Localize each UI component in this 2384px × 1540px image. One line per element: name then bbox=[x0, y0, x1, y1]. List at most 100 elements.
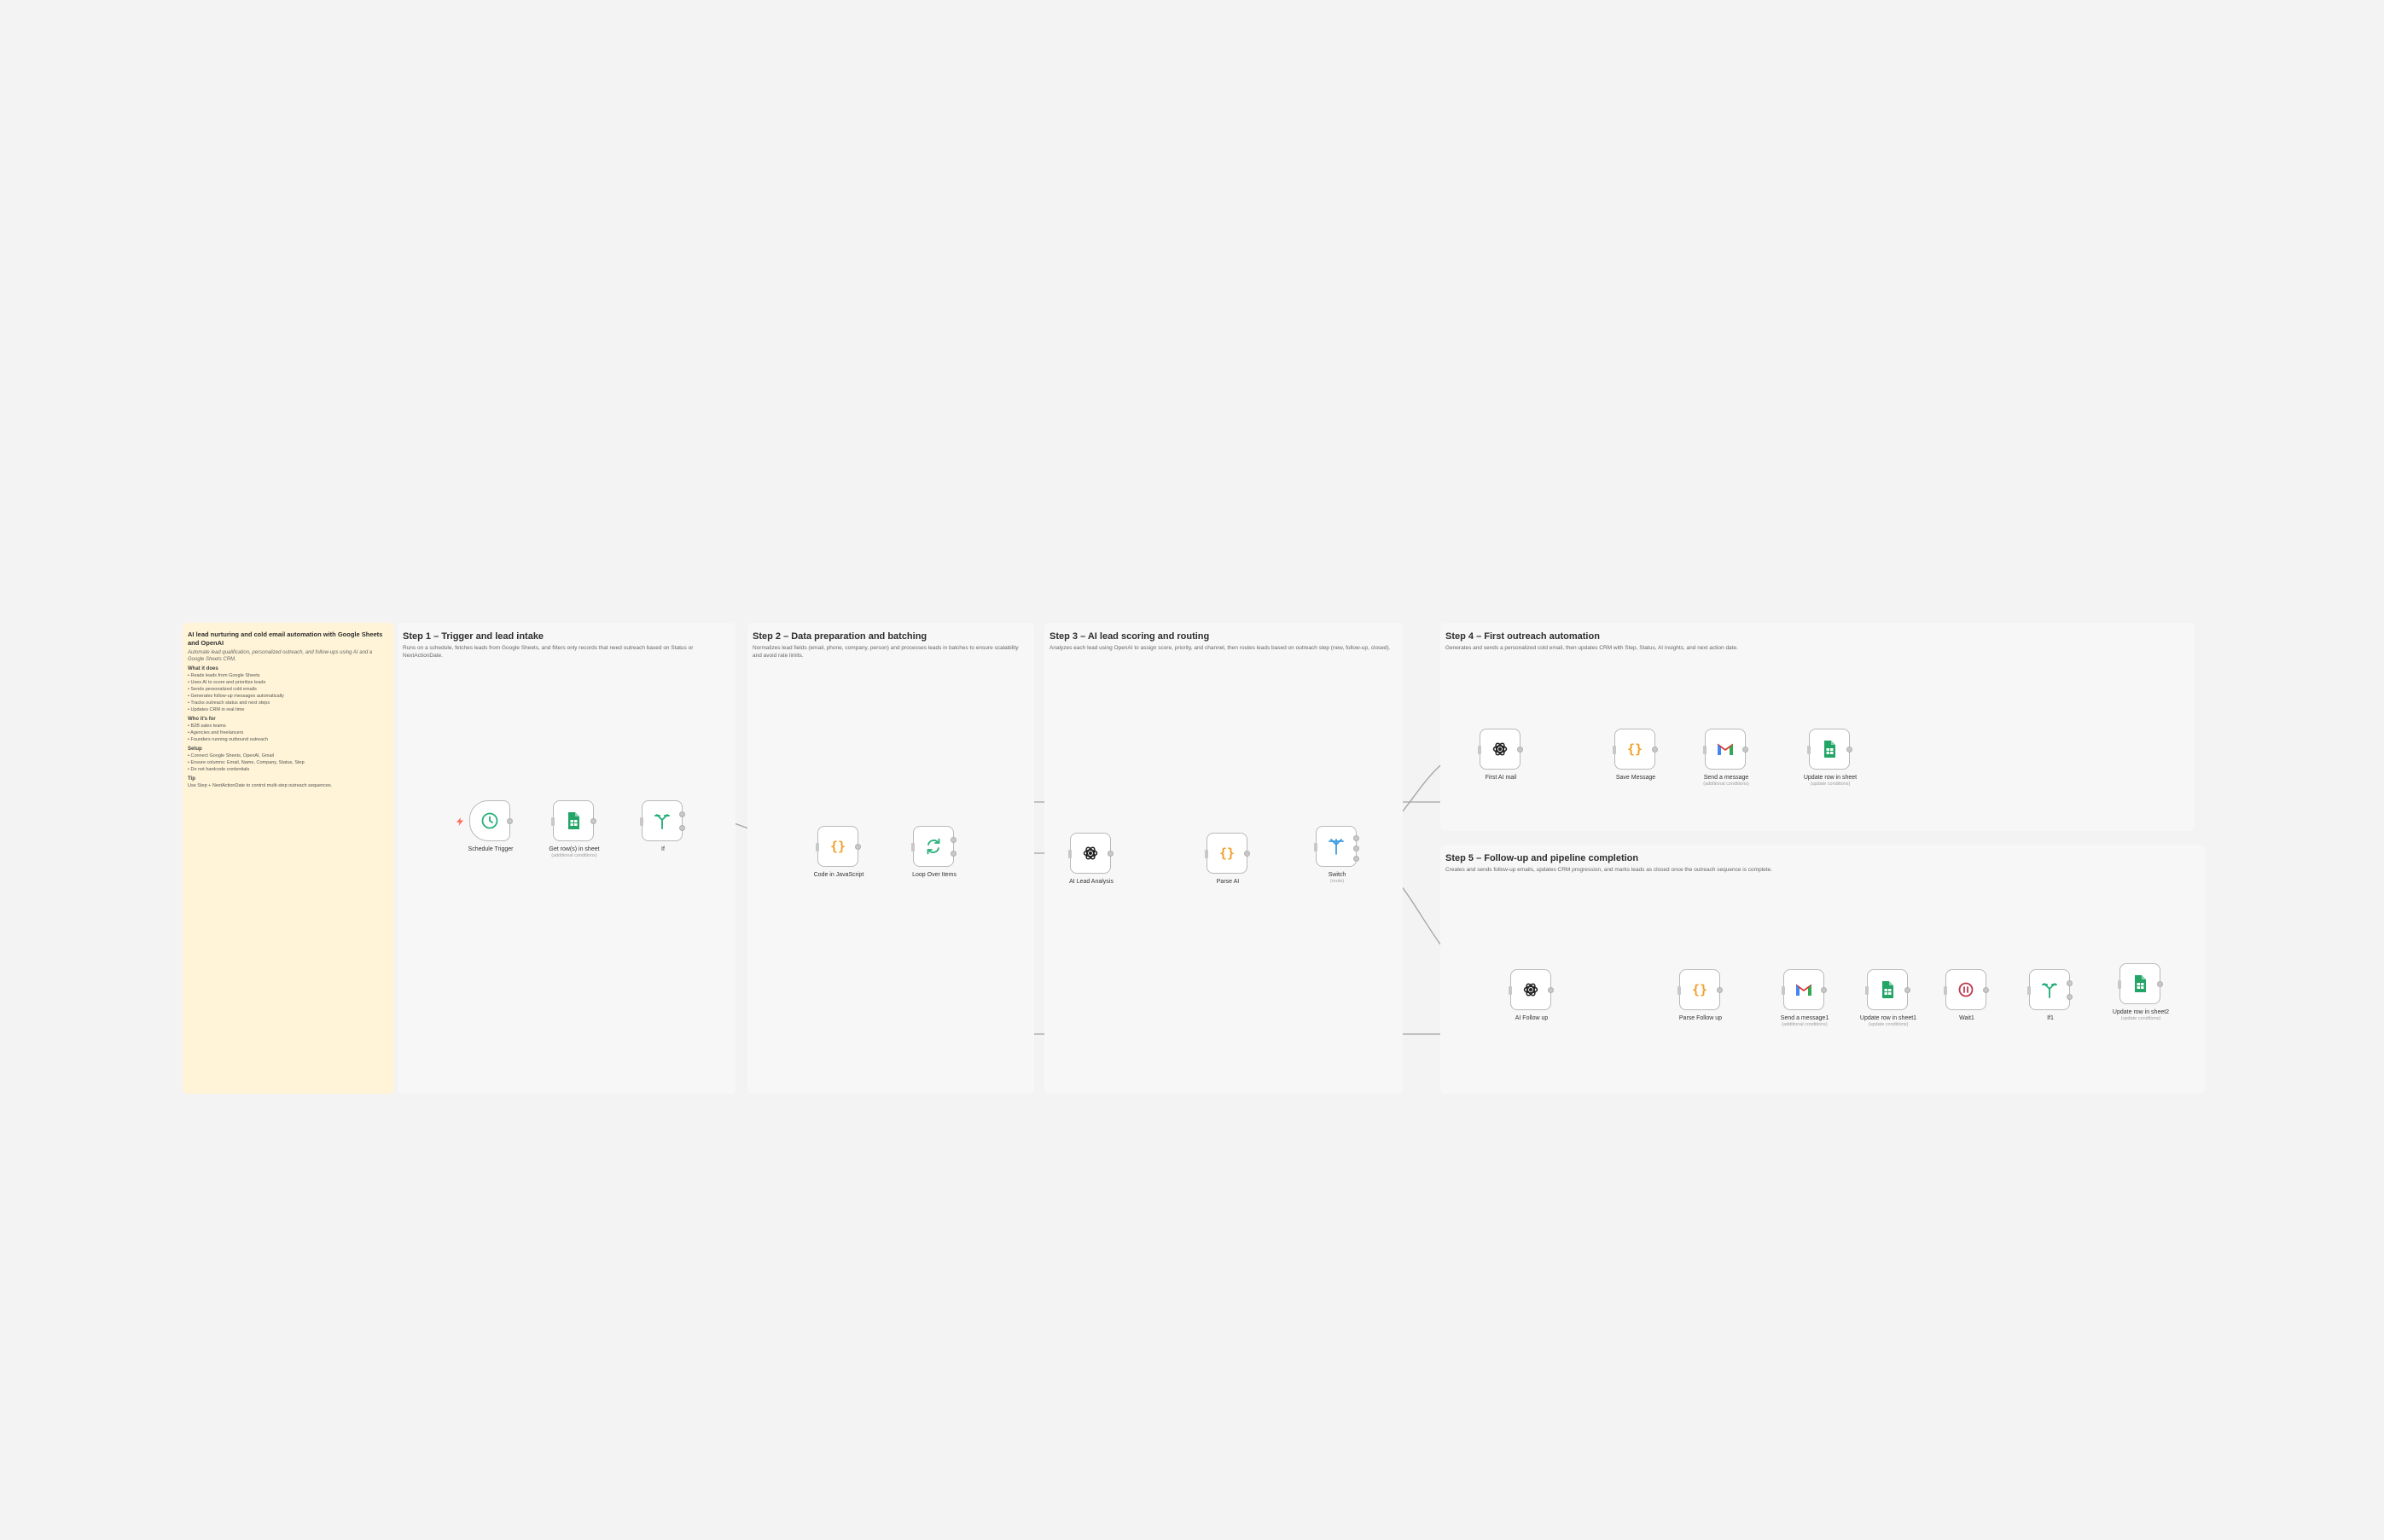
output-port-false[interactable] bbox=[679, 825, 685, 831]
input-port[interactable] bbox=[1613, 746, 1616, 754]
output-port[interactable] bbox=[1244, 851, 1250, 857]
overview-sticky-note[interactable]: AI lead nurturing and cold email automat… bbox=[183, 623, 394, 1094]
setup-heading: Setup bbox=[188, 747, 202, 752]
if-branch-icon bbox=[651, 810, 673, 832]
output-port-3[interactable] bbox=[1353, 856, 1359, 862]
loop-icon bbox=[922, 835, 945, 857]
output-port[interactable] bbox=[1548, 987, 1554, 993]
step5-sticky-note[interactable]: Step 5 – Follow-up and pipeline completi… bbox=[1440, 845, 2205, 1094]
step4-sticky-note[interactable]: Step 4 – First outreach automation Gener… bbox=[1440, 623, 2195, 831]
step2-title: Step 2 – Data preparation and batching bbox=[753, 631, 927, 642]
loop-over-items-node[interactable]: Loop Over Items bbox=[911, 826, 957, 878]
save-message-node[interactable]: {} Save Message bbox=[1613, 729, 1658, 781]
list-item: Connect Google Sheets, OpenAI, Gmail bbox=[188, 753, 389, 759]
output-port-1[interactable] bbox=[1353, 835, 1359, 841]
output-port[interactable] bbox=[1108, 851, 1114, 857]
first-ai-mail-node[interactable]: First AI mail bbox=[1478, 729, 1523, 781]
if-node[interactable]: If bbox=[640, 800, 685, 852]
output-port[interactable] bbox=[1717, 987, 1723, 993]
output-port[interactable] bbox=[1652, 747, 1658, 753]
list-item: Sends personalized cold emails bbox=[188, 686, 389, 693]
list-item: Tracks outreach status and next steps bbox=[188, 700, 389, 706]
output-port-false[interactable] bbox=[2067, 994, 2073, 1000]
input-port[interactable] bbox=[2118, 980, 2121, 989]
update-row1-node[interactable]: Update row in sheet1 (update conditions) bbox=[1860, 969, 1916, 1027]
parse-ai-node[interactable]: {} Parse AI bbox=[1205, 833, 1250, 885]
svg-text:{}: {} bbox=[1219, 846, 1235, 861]
step3-description: Analyzes each lead using OpenAI to assig… bbox=[1050, 645, 1391, 651]
input-port[interactable] bbox=[1509, 986, 1512, 995]
output-port[interactable] bbox=[1983, 987, 1989, 993]
list-item: Uses AI to score and prioritize leads bbox=[188, 679, 389, 686]
input-port[interactable] bbox=[1314, 843, 1317, 851]
clock-icon bbox=[479, 810, 501, 832]
input-port[interactable] bbox=[1944, 986, 1947, 995]
switch-icon bbox=[1325, 835, 1347, 857]
input-port[interactable] bbox=[551, 817, 555, 826]
if1-node[interactable]: If1 bbox=[2027, 969, 2073, 1021]
wait-node[interactable]: Wait1 bbox=[1944, 969, 1989, 1021]
setup-list: Connect Google Sheets, OpenAI, Gmail Ens… bbox=[188, 753, 389, 773]
send-message1-node[interactable]: Send a message1 (additional conditions) bbox=[1781, 969, 1829, 1027]
input-port[interactable] bbox=[1478, 746, 1481, 754]
input-port[interactable] bbox=[1068, 850, 1072, 858]
output-port[interactable] bbox=[1742, 747, 1748, 753]
input-port[interactable] bbox=[1703, 746, 1707, 754]
list-item: Updates CRM in real time bbox=[188, 706, 389, 713]
code-braces-icon: {} bbox=[1689, 979, 1711, 1001]
output-port[interactable] bbox=[855, 844, 861, 850]
output-port-true[interactable] bbox=[679, 811, 685, 817]
output-port-2[interactable] bbox=[1353, 846, 1359, 851]
svg-text:{}: {} bbox=[830, 839, 846, 854]
update-row-node[interactable]: Update row in sheet (update conditions) bbox=[1804, 729, 1857, 787]
output-port[interactable] bbox=[1821, 987, 1827, 993]
node-label: Wait1 bbox=[1959, 1015, 1974, 1021]
input-port[interactable] bbox=[1865, 986, 1869, 995]
code-braces-icon: {} bbox=[827, 835, 849, 857]
ai-follow-up-node[interactable]: AI Follow up bbox=[1509, 969, 1554, 1021]
output-port[interactable] bbox=[1517, 747, 1523, 753]
step2-sticky-note[interactable]: Step 2 – Data preparation and batching N… bbox=[747, 623, 1034, 1094]
update-row2-node[interactable]: Update row in sheet2 (update conditions) bbox=[2113, 963, 2169, 1021]
output-port[interactable] bbox=[1846, 747, 1852, 753]
input-port[interactable] bbox=[816, 843, 819, 851]
node-subtitle: (update conditions) bbox=[1868, 1022, 1909, 1027]
input-port[interactable] bbox=[1807, 746, 1811, 754]
svg-text:{}: {} bbox=[1627, 741, 1643, 757]
node-label: Update row in sheet bbox=[1803, 775, 1858, 781]
step4-description: Generates and sends a personalized cold … bbox=[1445, 645, 1738, 651]
gmail-icon bbox=[1714, 738, 1736, 760]
output-port-done[interactable] bbox=[951, 837, 957, 843]
input-port[interactable] bbox=[911, 843, 915, 851]
output-port[interactable] bbox=[590, 818, 596, 824]
input-port[interactable] bbox=[640, 817, 643, 826]
parse-follow-up-node[interactable]: {} Parse Follow up bbox=[1678, 969, 1723, 1021]
openai-icon bbox=[1079, 842, 1102, 864]
output-port-true[interactable] bbox=[2067, 980, 2073, 986]
get-rows-node[interactable]: Get row(s) in sheet (additional conditio… bbox=[549, 800, 600, 858]
list-item: Reads leads from Google Sheets bbox=[188, 672, 389, 679]
input-port[interactable] bbox=[1782, 986, 1785, 995]
svg-text:{}: {} bbox=[1692, 982, 1707, 997]
node-label: First AI mail bbox=[1485, 775, 1517, 781]
code-javascript-node[interactable]: {} Code in JavaScript bbox=[814, 826, 863, 878]
list-item: Ensure columns: Email, Name, Company, St… bbox=[188, 759, 389, 766]
step1-description: Runs on a schedule, fetches leads from G… bbox=[403, 645, 694, 659]
input-port[interactable] bbox=[1678, 986, 1681, 995]
step1-sticky-note[interactable]: Step 1 – Trigger and lead intake Runs on… bbox=[398, 623, 736, 1094]
output-port[interactable] bbox=[507, 818, 513, 824]
input-port[interactable] bbox=[1205, 850, 1208, 858]
input-port[interactable] bbox=[2027, 986, 2031, 995]
node-label: Schedule Trigger bbox=[468, 846, 514, 852]
list-item: Generates follow-up messages automatical… bbox=[188, 693, 389, 700]
output-port[interactable] bbox=[2157, 981, 2163, 987]
google-sheets-icon bbox=[2129, 973, 2151, 995]
schedule-trigger-node[interactable]: Schedule Trigger bbox=[456, 800, 513, 852]
send-message-node[interactable]: Send a message (additional conditions) bbox=[1703, 729, 1749, 787]
ai-lead-analysis-node[interactable]: AI Lead Analysis bbox=[1068, 833, 1114, 885]
output-port-loop[interactable] bbox=[951, 851, 957, 857]
switch-node[interactable]: Switch (route) bbox=[1314, 826, 1359, 884]
output-port[interactable] bbox=[1904, 987, 1910, 993]
if-branch-icon bbox=[2038, 979, 2061, 1001]
